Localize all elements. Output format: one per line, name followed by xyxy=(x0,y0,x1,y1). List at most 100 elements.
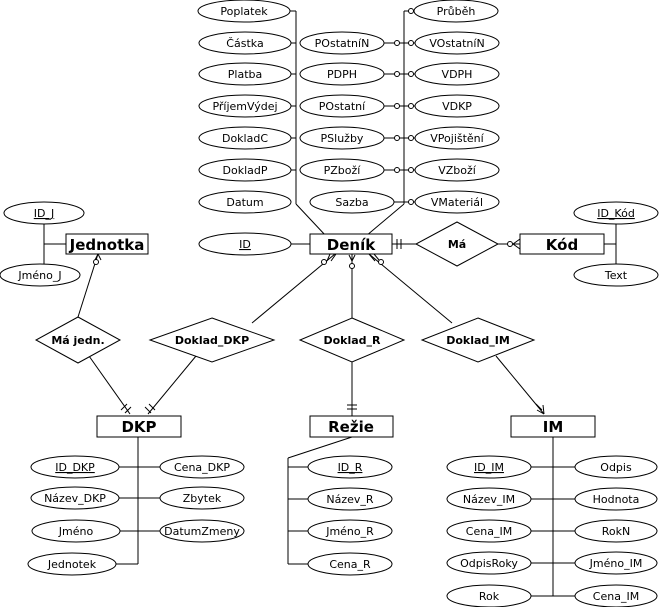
attribute-platba xyxy=(198,62,292,86)
attribute-label: PSlužby xyxy=(321,132,364,145)
attribute-label: Rok xyxy=(479,590,500,603)
relationship-label: Doklad_DKP xyxy=(175,334,249,347)
attribute-label: PDPH xyxy=(327,68,357,81)
attribute-label: ID_IM xyxy=(474,461,504,474)
attribute-label: Cena_IM xyxy=(466,525,512,538)
attribute-id-r xyxy=(307,455,393,479)
attribute-label: ID xyxy=(239,238,251,251)
attribute-label: Sazba xyxy=(335,196,368,209)
attribute-odpisroky xyxy=(446,551,532,575)
attribute-label: Jméno_R xyxy=(325,525,374,538)
entity-jednotka xyxy=(65,233,149,255)
im-attributes-left: ID_IM Název_IM Cena_IM OdpisRoky Rok xyxy=(446,455,532,607)
attribute-label: Jednotek xyxy=(47,558,97,571)
attribute-label: VOstatníN xyxy=(429,37,484,50)
entity-label: DKP xyxy=(121,418,156,436)
attribute-label: Hodnota xyxy=(593,493,640,506)
attribute-label: Platba xyxy=(228,68,262,81)
attribute-rokn xyxy=(574,519,658,543)
attribute-label: Jméno xyxy=(58,525,94,538)
attribute-label: Odpis xyxy=(600,461,632,474)
attribute-label: VMateriál xyxy=(431,196,483,209)
attribute-jmeno-im xyxy=(574,551,658,575)
attribute-id-kod xyxy=(573,201,659,225)
attribute-label: Text xyxy=(604,269,628,282)
attribute-label: Cena_DKP xyxy=(174,461,230,474)
attribute-id-dkp xyxy=(30,455,120,479)
relationship-doklad-r xyxy=(298,317,406,363)
attribute-label: DatumZmeny xyxy=(164,525,240,538)
attribute-cena-r xyxy=(307,552,393,576)
attribute-label: ID_Kód xyxy=(597,207,635,220)
attribute-vdkp xyxy=(414,94,500,118)
attribute-label: Název_R xyxy=(326,493,374,506)
attribute-poplatek xyxy=(197,0,291,23)
attribute-pzbozi xyxy=(299,158,385,182)
entity-kod xyxy=(519,233,605,255)
entity-rezie xyxy=(309,415,394,438)
attribute-label: Datum xyxy=(226,196,263,209)
entity-label: Kód xyxy=(546,236,578,254)
relationship-label: Doklad_IM xyxy=(446,334,510,347)
entity-dkp xyxy=(96,415,182,438)
relationship-label: Má jedn. xyxy=(51,334,104,347)
attribute-label: PZboží xyxy=(324,164,362,177)
denik-key-attribute: ID xyxy=(198,232,292,256)
entity-label: Jednotka xyxy=(69,236,145,254)
attribute-label: VPojištění xyxy=(430,132,484,145)
attribute-text xyxy=(573,263,659,287)
attribute-jednotek xyxy=(27,552,117,576)
attribute-label: DokladP xyxy=(223,164,268,177)
attribute-label: ID_R xyxy=(338,461,363,474)
attribute-datum xyxy=(198,190,292,214)
attribute-label: Průběh xyxy=(437,5,476,18)
attribute-vpojisteni xyxy=(414,126,500,150)
attribute-label: ID_J xyxy=(34,207,54,220)
attribute-vzbozi xyxy=(414,158,500,182)
attribute-dokladp xyxy=(198,158,292,182)
attribute-label: Jméno_IM xyxy=(589,557,643,570)
jednotka-attributes: ID_J Jméno_J xyxy=(0,201,85,287)
entity-label: IM xyxy=(543,418,564,436)
attribute-label: Cena_IM xyxy=(593,590,639,603)
attribute-id xyxy=(198,232,292,256)
attribute-label: DokladC xyxy=(222,132,268,145)
entities: Jednotka Deník Kód DKP Režie IM xyxy=(65,233,605,438)
dkp-attributes-left: ID_DKP Název_DKP Jméno Jednotek xyxy=(27,455,121,576)
attribute-label: Zbytek xyxy=(183,492,222,505)
attribute-vdph xyxy=(414,62,500,86)
rezie-attributes: ID_R Název_R Jméno_R Cena_R xyxy=(307,455,393,576)
im-attributes-right: Odpis Hodnota RokN Jméno_IM Cena_IM xyxy=(574,455,658,607)
attribute-datumzmeny xyxy=(159,519,245,543)
attribute-label: Cena_R xyxy=(329,558,371,571)
attribute-label: ID_DKP xyxy=(55,461,95,474)
kod-attributes: ID_Kód Text xyxy=(573,201,659,287)
attribute-label: Částka xyxy=(226,37,263,50)
entity-label: Deník xyxy=(327,236,376,254)
attribute-label: Jméno_J xyxy=(17,269,61,282)
attribute-prijemvydej xyxy=(198,94,292,118)
attribute-nazev-r xyxy=(307,487,393,511)
denik-attributes-mid: POstatníN PDPH POstatní PSlužby PZboží S… xyxy=(299,31,395,214)
entity-im xyxy=(510,415,596,438)
relationships: Má Má jedn. Doklad_DKP Doklad_R Doklad_I… xyxy=(34,221,536,364)
attribute-label: PříjemVýdej xyxy=(212,100,277,113)
relationship-doklad-dkp xyxy=(148,317,276,363)
attribute-cena-im-right xyxy=(574,584,658,607)
attribute-rok xyxy=(446,584,532,607)
attribute-jmeno-r xyxy=(307,519,393,543)
entity-label: Režie xyxy=(328,418,374,436)
dkp-attributes-right: Cena_DKP Zbytek DatumZmeny xyxy=(159,455,245,543)
attribute-label: Poplatek xyxy=(220,5,268,18)
relationship-label: Má xyxy=(448,238,466,251)
attribute-sazba xyxy=(309,190,395,214)
attribute-id-im xyxy=(446,455,532,479)
attribute-prubeh xyxy=(413,0,499,23)
attribute-dokladc xyxy=(198,126,292,150)
cardinality-marks xyxy=(93,8,545,415)
denik-attributes-left: Poplatek Částka Platba PříjemVýdej Dokla… xyxy=(197,0,292,214)
attribute-label: Název_DKP xyxy=(44,492,106,505)
attribute-postatnin xyxy=(299,31,385,55)
relationship-ma-jedn xyxy=(34,316,122,364)
